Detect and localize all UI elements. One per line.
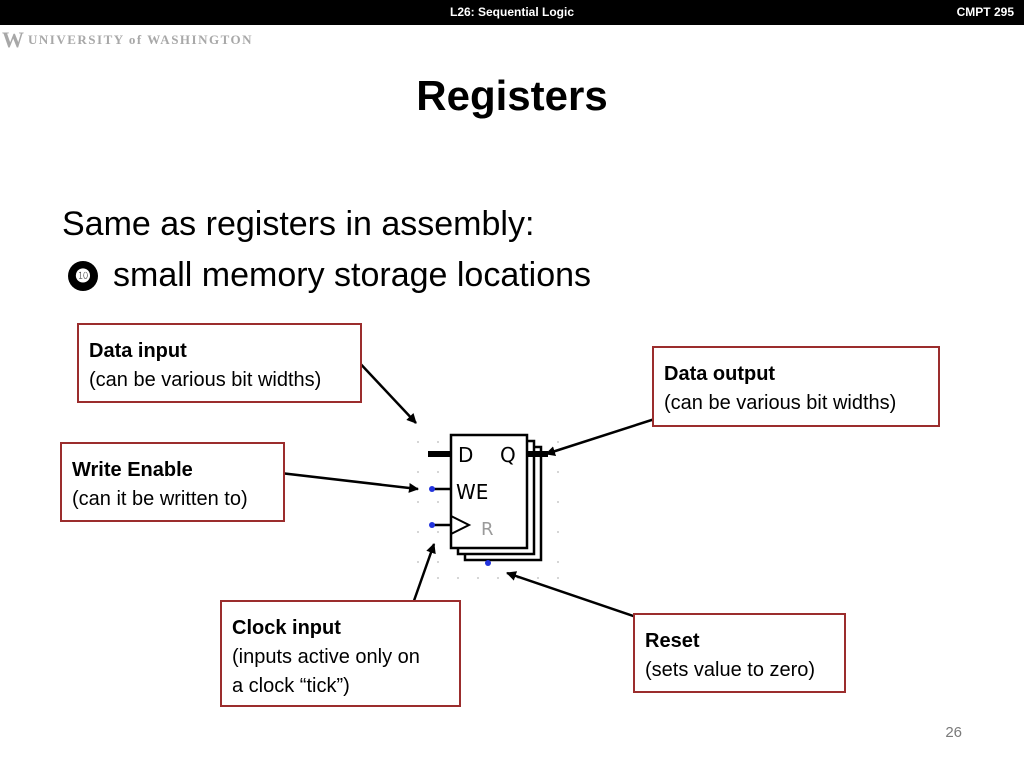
callout-data-output-title: Data output [664,363,776,385]
callout-clock-input-subtitle-2: a clock “tick”) [232,675,350,697]
we-label: WE [456,480,488,504]
callout-write-enable: Write Enable (can it be written to) [60,442,285,522]
clock-pin [429,522,435,528]
bullet-sub-text: small memory storage locations [113,256,592,294]
bullet-number-icon: ❿ [68,260,98,291]
clock-triangle-icon [450,515,472,535]
callout-data-input: Data input (can be various bit widths) [77,323,362,403]
page-number: 26 [945,724,962,741]
q-label: Q [500,443,516,467]
callout-reset-subtitle: (sets value to zero) [645,659,816,681]
r-label: R [481,519,494,540]
callout-clock-input-subtitle-1: (inputs active only on [232,646,420,668]
data-output-arrow [545,415,662,457]
callout-data-output-subtitle: (can be various bit widths) [664,392,897,414]
course-code: CMPT 295 [956,5,1014,19]
callout-clock-input: Clock input (inputs active only on a clo… [220,600,461,707]
write-enable-arrow [262,469,419,493]
callout-write-enable-subtitle: (can it be written to) [72,488,248,510]
bullet-main: Same as registers in assembly: [62,205,535,243]
d-label: D [458,443,473,467]
callout-data-output: Data output (can be various bit widths) [652,346,940,427]
bullet-sub: ❿ small memory storage locations [68,256,591,295]
we-pin [429,486,435,492]
callout-reset-title: Reset [645,630,700,652]
reset-pin [485,560,491,566]
reset-arrow [506,571,640,620]
university-name: UNIVERSITY of WASHINGTON [28,32,254,47]
header-bar: L26: Sequential Logic CMPT 295 [0,0,1024,25]
callout-reset: Reset (sets value to zero) [633,613,846,693]
slide-title: Registers [416,72,608,119]
callout-data-input-subtitle: (can be various bit widths) [89,369,322,391]
register-symbol: D Q WE R [428,433,548,566]
lecture-title: L26: Sequential Logic [449,5,575,19]
callout-write-enable-title: Write Enable [72,459,193,481]
callout-clock-input-title: Clock input [232,617,341,639]
callout-data-input-title: Data input [89,340,187,362]
university-logo: W UNIVERSITY of WASHINGTON [2,27,254,52]
uw-mark-icon: W [2,27,24,52]
